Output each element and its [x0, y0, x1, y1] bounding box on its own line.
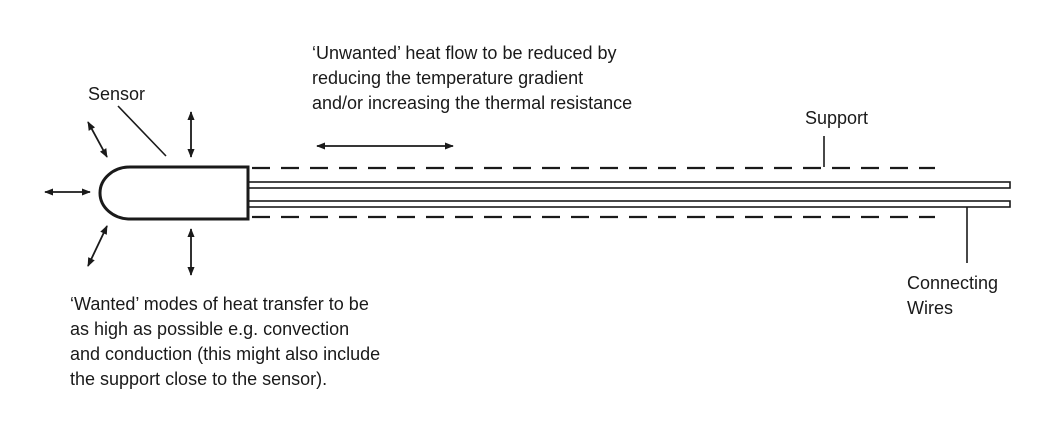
- connecting-wires: [247, 181, 1011, 208]
- heat-transfer-arrows: [44, 111, 195, 276]
- connecting-wires-label: Connecting Wires: [907, 271, 998, 321]
- unwanted-note-line: ‘Unwanted’ heat flow to be reduced by: [312, 43, 617, 63]
- heat-arrow-lower-left: [87, 225, 108, 267]
- wanted-note-line: the support close to the sensor).: [70, 369, 328, 389]
- connecting-wires-label-line: Wires: [907, 298, 953, 318]
- upper-wire: [247, 181, 1011, 189]
- unwanted-heat-flow-note: ‘Unwanted’ heat flow to be reduced by re…: [312, 41, 632, 116]
- connecting-wires-label-line: Connecting: [907, 273, 999, 293]
- wanted-note-line: and conduction (this might also include: [70, 344, 381, 364]
- lower-wire: [247, 200, 1011, 208]
- support-dashed-lines: [252, 166, 935, 219]
- support-label: Support: [805, 108, 869, 128]
- unwanted-note-line: reducing the temperature gradient: [312, 68, 584, 88]
- sensor-label: Sensor: [88, 84, 146, 104]
- sensor-body: [98, 165, 250, 221]
- wanted-note-line: as high as possible e.g. convection: [70, 319, 350, 339]
- heat-arrow-upper-left: [87, 121, 108, 158]
- unwanted-note-line: and/or increasing the thermal resistance: [312, 93, 633, 113]
- sensor-leader-line: [117, 105, 167, 157]
- wanted-note-line: ‘Wanted’ modes of heat transfer to be: [70, 294, 369, 314]
- wanted-heat-transfer-note: ‘Wanted’ modes of heat transfer to be as…: [70, 292, 380, 392]
